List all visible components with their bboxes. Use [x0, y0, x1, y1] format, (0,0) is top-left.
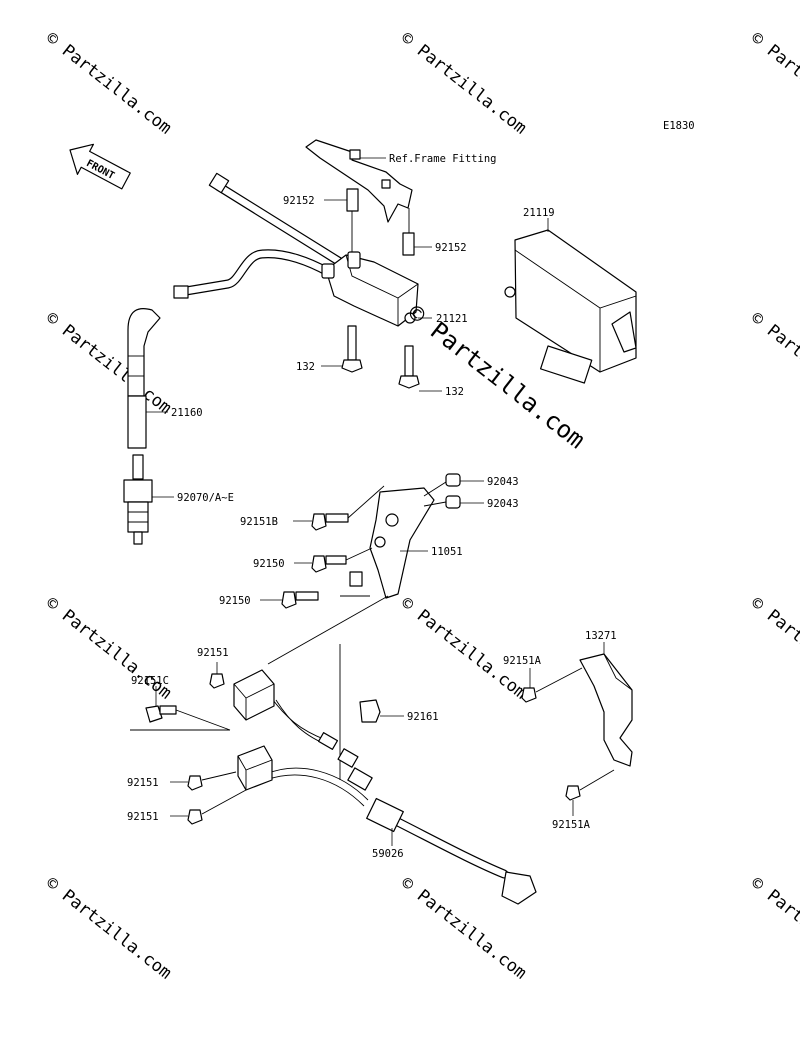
diagram-code: E1830	[663, 120, 695, 132]
ignition-coil-21121	[321, 251, 419, 327]
bolt-132-right	[398, 345, 420, 389]
bolt-132-left	[341, 325, 363, 373]
wire-harness-59026	[265, 695, 537, 905]
cap-92043-a	[445, 473, 461, 487]
front-arrow-icon: FRONT	[69, 143, 131, 190]
pickup-coil-11051	[349, 487, 435, 599]
rubber-cover-92161	[359, 699, 381, 723]
watermark: © Partzilla.com	[747, 593, 800, 703]
callout-92043-b: 92043	[487, 498, 519, 510]
spark-plug-92070	[123, 454, 153, 545]
callout-59026: 59026	[372, 848, 404, 860]
bolt-92151-bot	[170, 789, 247, 825]
watermark: © Partzilla.com	[397, 593, 530, 703]
bolt-92151-mid	[170, 771, 237, 791]
watermark: © Partzilla.com	[42, 28, 175, 138]
callout-92043-a: 92043	[487, 476, 519, 488]
callout-132-right: 132	[445, 386, 464, 398]
ref-frame-fitting-label: Ref.Frame Fitting	[389, 153, 496, 165]
callout-13271: 13271	[585, 630, 617, 642]
watermark: © Partzilla.com	[747, 308, 800, 418]
callout-21121: 21121	[436, 313, 468, 325]
cdi-unit-21119	[504, 229, 637, 384]
cap-92043-b	[445, 495, 461, 509]
ignition-coil-cable	[173, 172, 345, 299]
bolt-92151-top	[209, 662, 225, 689]
watermark: © Partzilla.com	[747, 873, 800, 983]
collar-92152-left	[346, 188, 359, 212]
bolt-92150-a	[311, 555, 347, 573]
watermark: © Partzilla.com	[42, 873, 175, 983]
bolt-92151b	[311, 513, 349, 531]
callout-11051: 11051	[431, 546, 463, 558]
callout-labels: 21119 92152 92152 21121 132 132 21160 92…	[127, 195, 617, 860]
callout-92150-a: 92150	[253, 558, 285, 570]
watermark: © Partzilla.com	[747, 28, 800, 138]
callout-92161: 92161	[407, 711, 439, 723]
watermark: © Partzilla.com	[42, 308, 175, 418]
callout-21160: 21160	[171, 407, 203, 419]
bolt-92151a-bot	[565, 769, 615, 816]
sensor-box-upper	[233, 669, 275, 721]
frame-fitting-bracket	[305, 139, 413, 223]
callout-92152-right: 92152	[435, 242, 467, 254]
callout-92151b: 92151B	[240, 516, 278, 528]
collar-92152-right	[402, 232, 415, 256]
sensor-box-lower	[237, 745, 273, 791]
callout-92151a-bot: 92151A	[552, 819, 591, 831]
callout-21119: 21119	[523, 207, 555, 219]
callout-132-left: 132	[296, 361, 315, 373]
callout-92151-top: 92151	[197, 647, 229, 659]
bolt-92150-b	[281, 591, 319, 609]
cover-13271	[579, 653, 633, 767]
callout-92070: 92070/A~E	[177, 492, 234, 504]
callout-92150-b: 92150	[219, 595, 251, 607]
callout-92151a-top: 92151A	[503, 655, 542, 667]
callout-92151c: 92151C	[131, 675, 169, 687]
bolt-92151a-top	[521, 667, 583, 703]
spark-plug-cap-21160	[127, 308, 161, 449]
callout-92151-bot: 92151	[127, 811, 159, 823]
watermark: © Partzilla.com	[397, 28, 530, 138]
callout-92151-mid: 92151	[127, 777, 159, 789]
callout-92152-left: 92152	[283, 195, 315, 207]
